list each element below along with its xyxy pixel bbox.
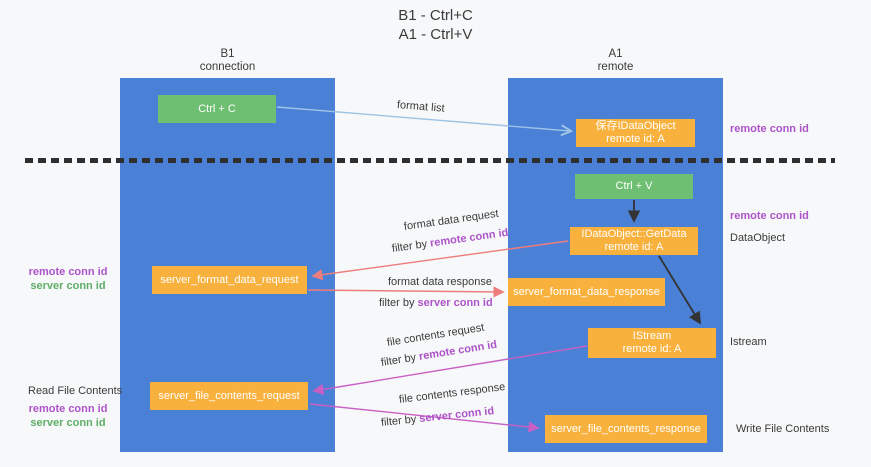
ctrl-v-label: Ctrl + V [615, 180, 653, 192]
server-file-contents-request-box: server_file_contents_request [150, 382, 308, 410]
server-format-data-request-label: server_format_data_request [160, 273, 299, 286]
save-idataobject-line1: 保存IDataObject [595, 120, 676, 132]
getdata-to-istream-arrow [658, 255, 701, 325]
idataobject-getdata-line2: remote id: A [604, 241, 664, 253]
save-idataobject-box: 保存IDataObject remote id: A [576, 119, 695, 147]
server-file-contents-request-label: server_file_contents_request [158, 389, 300, 402]
write-file-contents-annotation: Write File Contents [736, 423, 830, 435]
remote-conn-id-annotation-mid: remote conn id [730, 210, 809, 222]
right-column-role: remote [597, 61, 634, 73]
server-file-contents-response-box: server_file_contents_response [545, 415, 707, 443]
dataobject-annotation: DataObject [730, 232, 786, 244]
filter-by-text: filter by [379, 297, 418, 309]
istream-line2: remote id: A [622, 343, 682, 355]
istream-annotation: Istream [730, 336, 767, 348]
left-file-conn-id-pair: remote conn id server conn id [18, 402, 118, 430]
save-idataobject-line2: remote id: A [606, 133, 665, 145]
idataobject-getdata-box: IDataObject::GetData remote id: A [570, 227, 698, 255]
ctrl-c-box: Ctrl + C [158, 95, 276, 123]
server-format-data-response-label: server_format_data_response [513, 285, 660, 298]
title-line-2: A1 - Ctrl+V [398, 26, 473, 43]
left-column-header: B1 connection [120, 48, 335, 74]
idataobject-getdata-line1: IDataObject::GetData [581, 228, 687, 240]
server-file-contents-response-label: server_file_contents_response [551, 422, 701, 435]
format-data-response-filter-label: filter by server conn id [379, 297, 493, 309]
ctrl-c-label: Ctrl + C [198, 102, 236, 115]
server-conn-id-annotation: server conn id [30, 280, 106, 292]
left-column-name: B1 [220, 48, 235, 60]
file-contents-response-arrow [309, 403, 540, 433]
server-conn-id-annotation: server conn id [30, 417, 106, 429]
left-format-conn-id-pair: remote conn id server conn id [18, 265, 118, 293]
right-column-name: A1 [608, 48, 623, 60]
read-file-contents-annotation: Read File Contents [28, 385, 123, 397]
server-format-data-request-box: server_format_data_request [152, 266, 307, 294]
copy-paste-divider-dashed-line [25, 158, 835, 163]
istream-box: IStream remote id: A [588, 328, 716, 358]
server-conn-id-key: server conn id [417, 297, 493, 309]
right-column-header: A1 remote [508, 48, 723, 74]
format-data-request-arrow [311, 240, 569, 281]
left-column-role: connection [199, 61, 256, 73]
format-list-arrow [276, 106, 570, 131]
ctrl-v-box: Ctrl + V [575, 174, 693, 199]
title-line-1: B1 - Ctrl+C [398, 7, 473, 24]
diagram-title: B1 - Ctrl+C A1 - Ctrl+V [0, 6, 871, 44]
remote-conn-id-annotation: remote conn id [28, 266, 108, 278]
remote-conn-id-annotation: remote conn id [28, 403, 108, 415]
format-data-response-arrow [307, 286, 505, 298]
server-format-data-response-box: server_format_data_response [508, 278, 665, 306]
file-contents-request-arrow [312, 345, 588, 395]
remote-conn-id-annotation-top: remote conn id [730, 123, 809, 135]
istream-line1: IStream [632, 330, 672, 342]
format-data-response-label: format data response [388, 276, 492, 288]
